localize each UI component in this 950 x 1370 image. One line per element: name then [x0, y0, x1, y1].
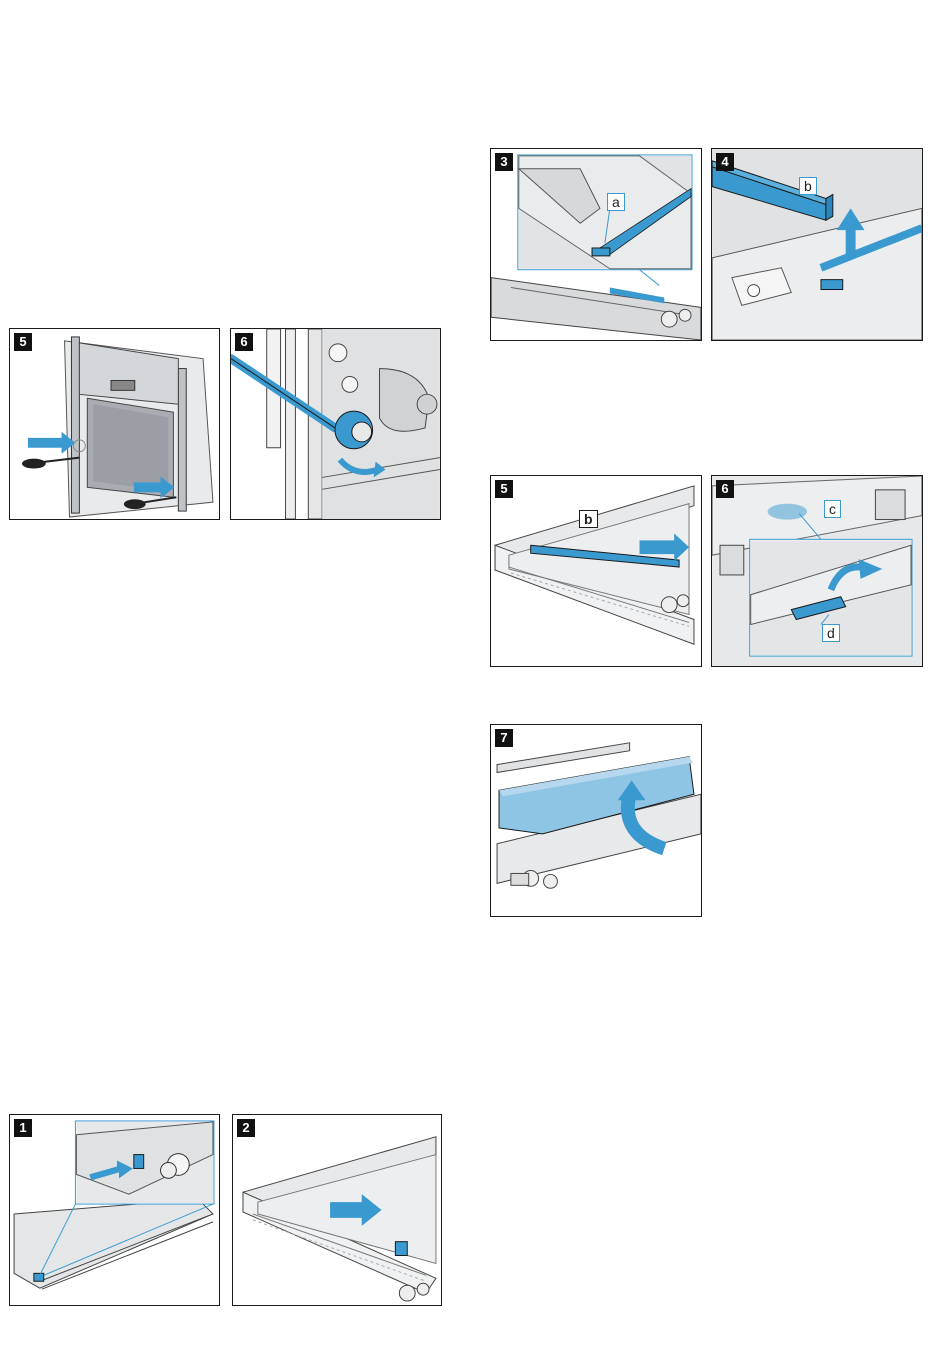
step-number: 4	[716, 153, 734, 171]
callout-label-d: d	[822, 624, 840, 642]
step-number: 6	[235, 333, 253, 351]
step-number: 1	[14, 1119, 32, 1137]
step-number: 3	[495, 153, 513, 171]
callout-label-b: b	[799, 177, 817, 195]
release-lever-illustration	[712, 476, 922, 666]
door-clip-illustration	[491, 149, 701, 340]
oven-front-illustration	[10, 329, 219, 519]
callout-label-a: a	[607, 193, 625, 211]
callout-label-c: c	[824, 500, 841, 518]
callout-label-b: b	[579, 510, 598, 528]
step-number: 2	[237, 1119, 255, 1137]
step-number: 5	[14, 333, 32, 351]
figure-6-release-lever: 6 c d	[711, 475, 923, 667]
door-clip-view-illustration	[10, 1115, 219, 1305]
figure-2-slide-clip: 2	[232, 1114, 442, 1306]
hinge-screw-illustration	[231, 329, 440, 519]
figure-4-remove-cover: 4 b	[711, 148, 923, 341]
step-number: 6	[716, 480, 734, 498]
figure-7-glass-pane: 7	[490, 724, 702, 917]
glass-pane-illustration	[491, 725, 701, 916]
step-number: 5	[495, 480, 513, 498]
figure-6-hinge-screw: 6	[230, 328, 441, 520]
figure-5-slide-strip: 5 b	[490, 475, 702, 667]
remove-cover-illustration	[712, 149, 922, 340]
step-number: 7	[495, 729, 513, 747]
figure-5-oven-front: 5	[9, 328, 220, 520]
figure-3-door-clip: 3 a	[490, 148, 702, 341]
figure-1-door-clip-view: 1	[9, 1114, 220, 1306]
slide-strip-illustration	[491, 476, 701, 666]
slide-clip-illustration	[233, 1115, 441, 1305]
